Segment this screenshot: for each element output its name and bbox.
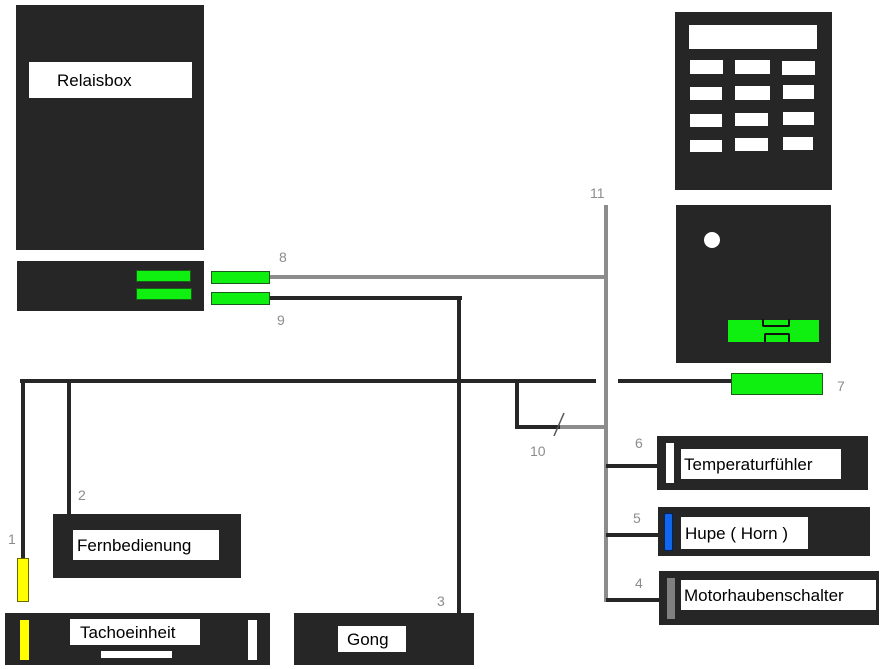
wire-10-cut-mark [553,412,565,437]
keypad-key [783,112,814,125]
wire-number-2: 2 [78,487,86,503]
main-bus-right [618,379,732,383]
wire-1 [21,379,25,559]
wire-number-7: 7 [837,378,845,394]
control-unit-led [704,232,720,248]
tacho-display-slot [101,651,172,658]
wire-8 [270,275,608,279]
control-unit-socket [728,320,819,342]
keypad-key [690,114,722,127]
fernbedienung-label: Fernbedienung [73,530,219,560]
wire-number-5: 5 [633,510,641,526]
temperaturfuehler-label: Temperaturfühler [681,449,841,479]
relaisbox [16,5,204,250]
keypad-key [735,60,770,74]
relaisbox-connector-block [17,261,204,311]
wire-10-vertical [515,379,519,429]
keypad-key [735,113,768,126]
plug-7 [731,373,823,395]
keypad-key [783,137,813,150]
wire-9-vertical [457,296,461,614]
keypad-key [735,86,770,100]
hupe-label-text: Hupe ( Horn ) [685,523,788,543]
temperaturfuehler-white-marker [666,443,674,483]
wire-number-3: 3 [437,593,445,609]
keypad-key [690,140,722,152]
motorhaubenschalter-label-text: Motorhaubenschalter [684,585,844,605]
tacho-white-marker [248,620,257,660]
wire-number-10: 10 [530,443,546,459]
wire-number-8: 8 [279,249,287,265]
hupe-blue-marker [664,513,673,551]
keypad-key [690,87,722,100]
wire-1-yellow-marker [17,558,29,602]
relaisbox-label: Relaisbox [29,62,192,98]
plug-8 [211,271,270,284]
wire-5 [606,533,658,537]
control-unit-socket-slot-lower [764,333,790,342]
wire-2 [67,379,71,515]
keypad-display [689,25,817,49]
wire-number-11: 11 [590,185,605,201]
wire-number-9: 9 [277,312,285,328]
tachoeinheit-label-text: Tachoeinheit [80,622,176,642]
wire-11 [604,205,608,602]
wire-number-1: 1 [8,531,16,547]
relaisbox-socket-lower [136,288,192,300]
fernbedienung-label-text: Fernbedienung [77,535,192,555]
keypad-key [783,85,814,99]
tachoeinheit-label: Tachoeinheit [70,619,200,645]
keypad-key [735,138,768,151]
wire-9-horizontal [270,296,462,300]
gong-label-text: Gong [347,629,389,649]
wire-10-black-segment [515,425,563,429]
keypad-key [690,60,723,74]
wire-4 [606,598,660,602]
gong-label: Gong [338,626,406,652]
control-unit-socket-slot-upper [762,319,790,327]
wire-number-6: 6 [635,435,643,451]
relaisbox-socket-upper [136,270,191,282]
wire-6 [606,464,658,468]
tacho-yellow-marker [20,620,29,660]
plug-9 [211,292,270,305]
wire-number-4: 4 [635,575,643,591]
wire-10-gray-segment [560,425,607,429]
motorhaubenschalter-gray-marker [667,578,675,619]
keypad-key [782,61,815,75]
temperaturfuehler-label-text: Temperaturfühler [684,454,813,474]
hupe-label: Hupe ( Horn ) [681,517,808,549]
main-bus-left [20,379,596,383]
relaisbox-label-text: Relaisbox [57,70,132,90]
motorhaubenschalter-label: Motorhaubenschalter [681,580,876,610]
